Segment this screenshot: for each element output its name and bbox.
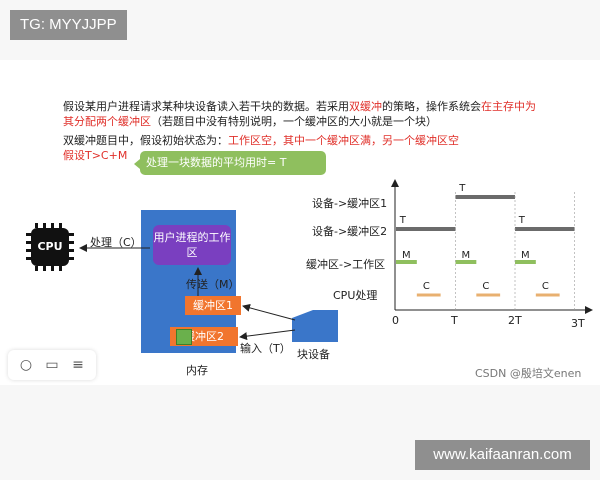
search-icon[interactable]: ○ [19, 357, 33, 373]
gantt-label-7: C [482, 281, 489, 292]
gantt-bar-5 [515, 260, 536, 264]
gantt-label-5: M [521, 250, 530, 261]
x-tick-1: T [451, 314, 458, 327]
gantt-bar-8 [535, 293, 560, 297]
x-tick-3: 3T [571, 317, 585, 330]
arrow-device-to-buffer1 [242, 303, 296, 321]
gantt-label-1: T [399, 215, 407, 226]
line1-red: 双缓冲 [349, 100, 382, 113]
line4-red: 假设T>C+M [63, 149, 128, 162]
line3-red: 工作区空，其中一个缓冲区满，另一个缓冲区空 [228, 134, 459, 147]
paragraph-line-3: 双缓冲题目中，假设初始状态为：工作区空，其中一个缓冲区满，另一个缓冲区空 [63, 134, 459, 148]
gantt-bar-2 [515, 227, 575, 231]
gantt-chart: T T T M M M C C C [396, 183, 575, 310]
transfer-label: 传送（M） [186, 278, 240, 291]
gantt-label-2: T [518, 215, 526, 226]
line2-text: （若题目中没有特别说明，一个缓冲区的大小就是一个块） [151, 115, 437, 128]
cpu-label: CPU [37, 240, 63, 253]
line1-text-b: 的策略，操作系统会 [382, 100, 481, 113]
paragraph-line-4: 假设T>C+M [63, 149, 127, 163]
gantt-bar-1 [396, 227, 456, 231]
paragraph-line-2: 其分配两个缓冲区（若题目中没有特别说明，一个缓冲区的大小就是一个块） [63, 115, 437, 129]
gantt-label-8: C [542, 281, 549, 292]
gantt-label-3: M [402, 250, 411, 261]
arrow-device-to-buffer2 [239, 329, 296, 341]
x-tick-0: 0 [392, 314, 399, 327]
gantt-bar-3 [396, 260, 417, 264]
buffer-1: 缓冲区1 [185, 296, 241, 315]
note-icon[interactable]: ≡ [72, 357, 84, 373]
user-work-area: 用户进程的工作区 [153, 225, 231, 265]
line3-text: 双缓冲题目中，假设初始状态为： [63, 134, 228, 147]
csdn-watermark: CSDN @殷培文enen [475, 367, 582, 380]
gantt-label-0: T [458, 183, 466, 194]
paragraph-line-1: 假设某用户进程请求某种块设备读入若干块的数据。若采用双缓冲的策略，操作系统会在主… [63, 100, 536, 114]
gantt-bar-7 [476, 293, 501, 297]
gantt-label-4: M [462, 250, 471, 261]
floating-toolbar: ○ ▭ ≡ [8, 350, 96, 380]
row-label-0: 设备->缓冲区1 [312, 197, 388, 210]
x-tick-2: 2T [508, 314, 522, 327]
process-label: 处理（C） [90, 236, 142, 249]
row-label-1: 设备->缓冲区2 [312, 225, 388, 238]
gantt-label-6: C [423, 281, 430, 292]
line1-red-2: 在主存中为 [481, 100, 536, 113]
input-label: 输入（T） [240, 342, 291, 355]
gantt-bar-0 [455, 195, 515, 199]
block-device-icon [292, 310, 338, 342]
gantt-bar-4 [455, 260, 477, 264]
site-badge: www.kaifaanran.com [415, 440, 590, 470]
channel-tag: TG: MYYJJPP [10, 10, 127, 40]
cpu-chip-icon: CPU [31, 228, 69, 266]
buffer-2-fill-block [176, 329, 192, 345]
row-label-3: CPU处理 [333, 289, 378, 302]
comment-icon[interactable]: ▭ [45, 357, 59, 373]
average-time-tip: 处理一块数据的平均用时= T [134, 151, 326, 175]
memory-label: 内存 [186, 364, 208, 377]
gantt-bar-6 [416, 293, 441, 297]
line2-red: 其分配两个缓冲区 [63, 115, 151, 128]
line1-text: 假设某用户进程请求某种块设备读入若干块的数据。若采用 [63, 100, 349, 113]
device-label: 块设备 [297, 348, 330, 361]
row-label-2: 缓冲区->工作区 [306, 258, 386, 271]
